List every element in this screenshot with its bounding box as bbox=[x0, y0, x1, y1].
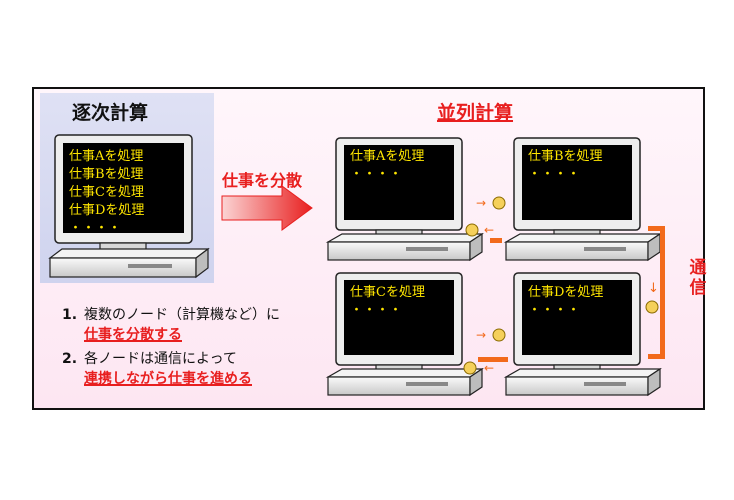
screen-line: ・・・・ bbox=[350, 303, 403, 318]
distribute-arrow bbox=[221, 185, 313, 231]
note-item: 2. 各ノードは通信によって bbox=[62, 349, 280, 369]
note-item-emphasis: 仕事を分散する bbox=[62, 325, 280, 345]
screen-line: 仕事Dを処理 bbox=[528, 285, 604, 300]
note-emphasis: 仕事を分散する bbox=[84, 327, 182, 343]
screen-line: 仕事Cを処理 bbox=[350, 285, 425, 300]
node-c-screen: 仕事Cを処理 ・・・・ bbox=[350, 284, 425, 320]
screen-line: ・・・・ bbox=[69, 221, 122, 236]
screen-line: 仕事Cを処理 bbox=[69, 185, 144, 200]
link-a-b: → ← bbox=[465, 196, 506, 243]
screen-line: 仕事Aを処理 bbox=[350, 149, 425, 164]
note-item: 1. 複数のノード（計算機など）に bbox=[62, 305, 280, 325]
sequential-screen: 仕事Aを処理 仕事Bを処理 仕事Cを処理 仕事Dを処理 ・・・・ bbox=[69, 148, 144, 238]
node-d-screen: 仕事Dを処理 ・・・・ bbox=[528, 284, 603, 320]
screen-line: 仕事Bを処理 bbox=[528, 149, 603, 164]
screen-line: 仕事Aを処理 bbox=[69, 149, 144, 164]
node-b-screen: 仕事Bを処理 ・・・・ bbox=[528, 148, 603, 184]
notes-list: 1. 複数のノード（計算機など）に 仕事を分散する 2. 各ノードは通信によって 連… bbox=[62, 305, 280, 389]
screen-line: 仕事Dを処理 bbox=[69, 203, 145, 218]
parallel-title: 並列計算 bbox=[437, 102, 514, 124]
communication-label: 通信 bbox=[689, 258, 707, 298]
screen-line: ・・・・ bbox=[528, 303, 581, 318]
svg-text:→: → bbox=[476, 328, 486, 342]
link-c-d: → ← bbox=[463, 328, 508, 375]
note-text: 複数のノード（計算機など）に bbox=[84, 307, 280, 323]
note-text: 各ノードは通信によって bbox=[84, 351, 237, 367]
svg-text:←: ← bbox=[484, 361, 494, 375]
screen-line: ・・・・ bbox=[350, 167, 403, 182]
svg-text:→: → bbox=[476, 196, 486, 210]
note-emphasis: 連携しながら仕事を進める bbox=[84, 371, 252, 387]
note-number: 2. bbox=[62, 351, 78, 367]
link-b-d: ↓ bbox=[645, 226, 665, 359]
sequential-title: 逐次計算 bbox=[72, 102, 149, 124]
screen-line: ・・・・ bbox=[528, 167, 581, 182]
sequential-computer bbox=[48, 134, 210, 279]
svg-text:↓: ↓ bbox=[648, 281, 659, 296]
svg-text:←: ← bbox=[484, 223, 494, 237]
node-a-screen: 仕事Aを処理 ・・・・ bbox=[350, 148, 424, 184]
note-number: 1. bbox=[62, 307, 78, 323]
note-item-emphasis: 連携しながら仕事を進める bbox=[62, 369, 280, 389]
screen-line: 仕事Bを処理 bbox=[69, 167, 144, 182]
distribute-label: 仕事を分散 bbox=[222, 171, 303, 190]
